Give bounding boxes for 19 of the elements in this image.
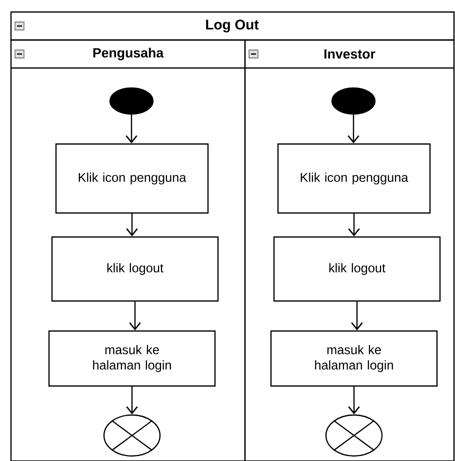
start-node (331, 87, 376, 115)
title-bar: Log Out (10, 11, 455, 41)
arrow (348, 386, 360, 414)
arrow (348, 114, 360, 144)
start-node (109, 87, 154, 115)
end-node (325, 414, 383, 457)
activity-box: masuk ke halaman login (48, 330, 216, 387)
activity-box: masuk ke halaman login (270, 330, 438, 387)
arrow (351, 302, 363, 330)
activity-box: Klik icon pengguna (55, 143, 209, 214)
activity-box: klik logout (51, 236, 219, 302)
arrow (126, 214, 138, 236)
activity-box: klik logout (273, 236, 441, 302)
activity-box: Klik icon pengguna (277, 143, 431, 214)
arrow (126, 386, 138, 414)
arrow (129, 302, 141, 330)
arrow (348, 214, 360, 236)
end-node (103, 414, 161, 457)
arrow (126, 114, 138, 144)
